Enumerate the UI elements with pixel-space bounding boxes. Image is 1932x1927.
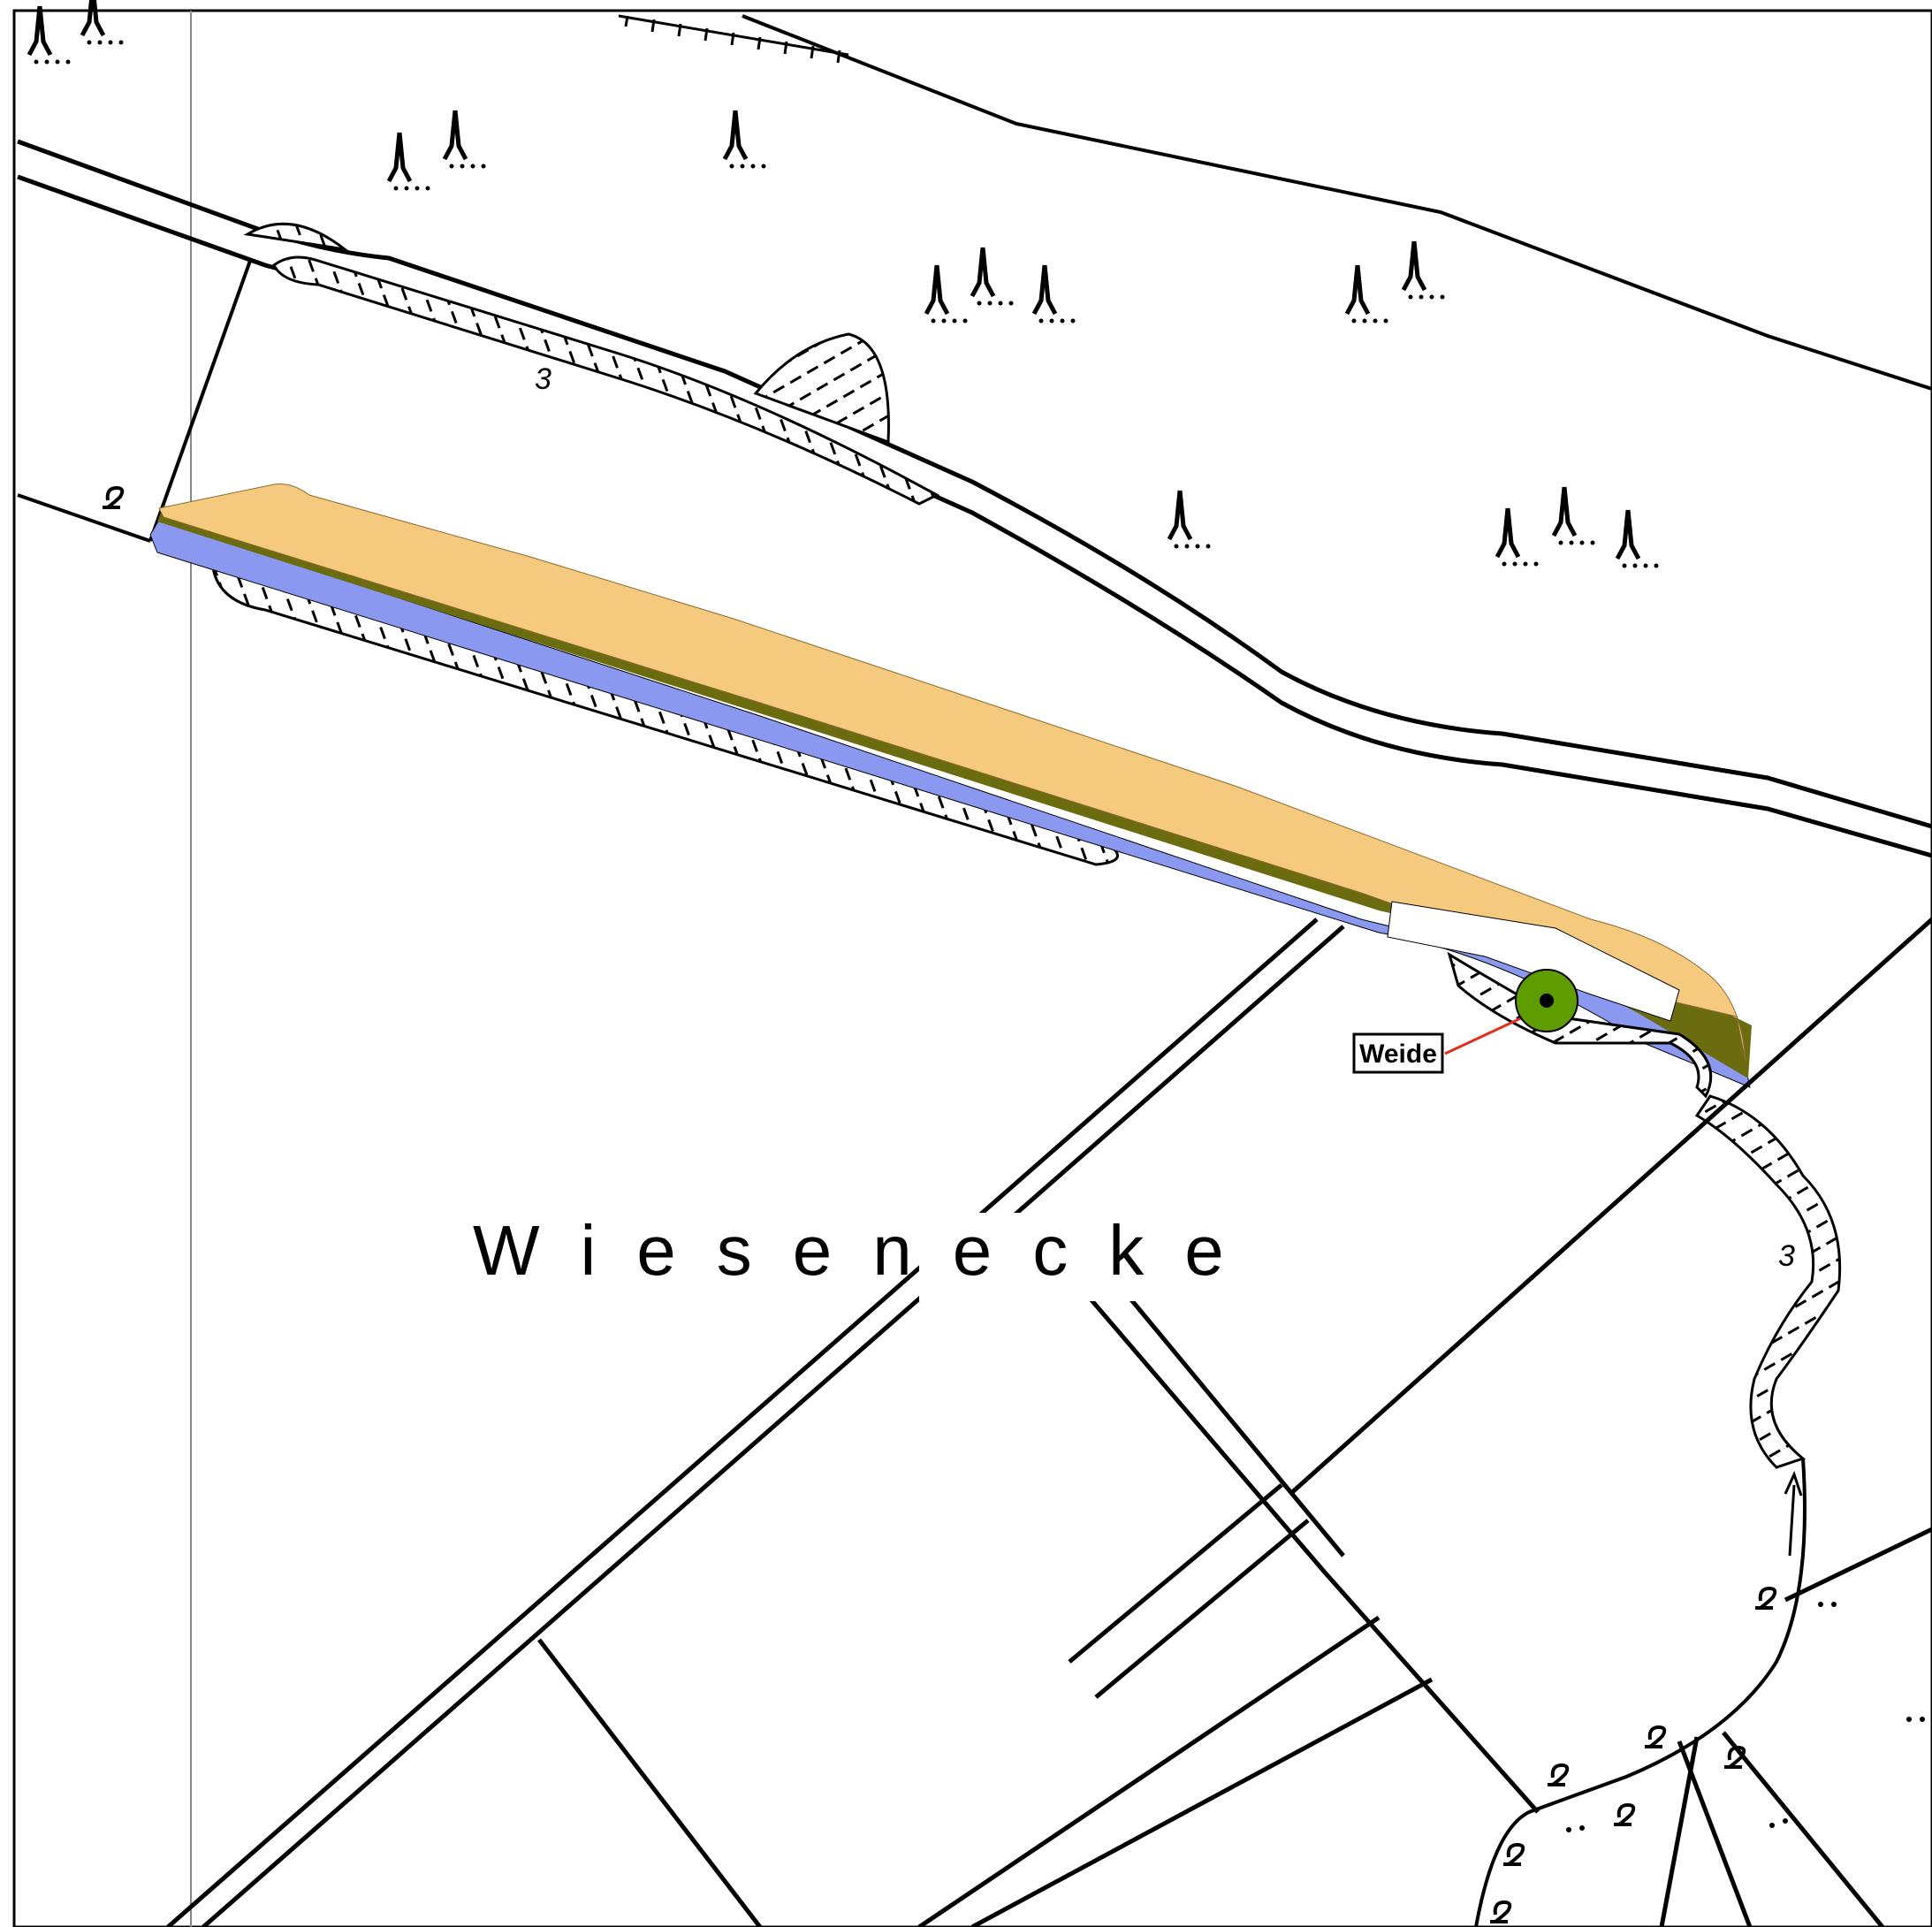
contour-label: 3 xyxy=(1778,1239,1795,1273)
tree-point-marker[interactable]: Weide xyxy=(1352,969,1578,1074)
marker-center-dot xyxy=(1540,994,1554,1008)
marker-label-box[interactable] xyxy=(1352,1032,1444,1074)
top-embankment xyxy=(618,14,849,64)
flow-arrowhead xyxy=(1784,1470,1803,1497)
road-embankment xyxy=(272,255,940,506)
mound xyxy=(243,222,350,252)
contour-label: 3 xyxy=(535,362,551,396)
stream-embankment xyxy=(1694,1094,1842,1469)
stream-line xyxy=(1474,1458,1806,1927)
boundary-line xyxy=(742,14,1932,391)
parcel-line xyxy=(148,260,252,542)
parcel-line xyxy=(17,493,151,543)
knoll xyxy=(753,332,890,445)
label-backdrop xyxy=(919,1213,1255,1301)
marker-label: Weide xyxy=(1359,1040,1437,1069)
highlighted-area xyxy=(149,484,1752,1088)
parcel-lines-lower xyxy=(166,918,1932,1927)
marker-leader-line xyxy=(1444,1015,1525,1055)
wetland-dots xyxy=(1566,1602,1925,1832)
flow-direction-arrow-icon xyxy=(1788,1484,1796,1557)
place-name-label: Wiesenecke xyxy=(473,1211,1265,1290)
